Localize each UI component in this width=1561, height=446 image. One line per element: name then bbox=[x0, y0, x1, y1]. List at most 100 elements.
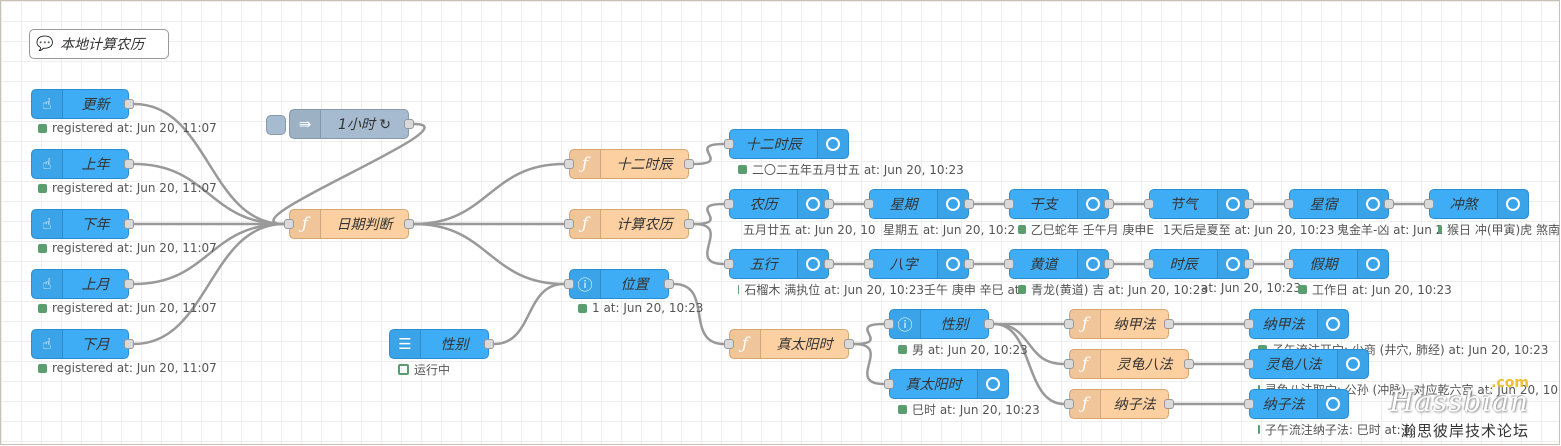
output-port[interactable] bbox=[964, 259, 974, 269]
wire[interactable] bbox=[693, 202, 725, 226]
wire[interactable] bbox=[493, 282, 565, 346]
function-node-linggui[interactable]: ƒ 灵龟八法 bbox=[1064, 349, 1194, 379]
debug-toggle-button[interactable] bbox=[1317, 310, 1348, 338]
input-port[interactable] bbox=[1424, 199, 1434, 209]
debug-toggle-button[interactable] bbox=[1357, 190, 1388, 218]
input-port[interactable] bbox=[1244, 359, 1254, 369]
debug-node-huangdao[interactable]: 黄道 bbox=[1004, 249, 1114, 279]
input-port[interactable] bbox=[884, 379, 894, 389]
inject-node-next-month[interactable]: ☝ 下月 bbox=[31, 329, 134, 359]
function-node-najia[interactable]: ƒ 纳甲法 bbox=[1064, 309, 1174, 339]
debug-node-five-elements[interactable]: 五行 bbox=[724, 249, 834, 279]
inject-node-prev-month[interactable]: ☝ 上月 bbox=[31, 269, 134, 299]
input-port[interactable] bbox=[1284, 259, 1294, 269]
output-port[interactable] bbox=[124, 219, 134, 229]
input-port[interactable] bbox=[884, 319, 894, 329]
debug-node-lunar[interactable]: 农历 bbox=[724, 189, 834, 219]
input-port[interactable] bbox=[1284, 199, 1294, 209]
output-port[interactable] bbox=[1164, 319, 1174, 329]
input-port[interactable] bbox=[564, 279, 574, 289]
debug-toggle-button[interactable] bbox=[1357, 250, 1388, 278]
wire[interactable] bbox=[413, 222, 565, 286]
debug-node-shichen[interactable]: 时辰 bbox=[1144, 249, 1254, 279]
input-port[interactable] bbox=[1004, 199, 1014, 209]
debug-toggle-button[interactable] bbox=[1077, 190, 1108, 218]
debug-node-twelve-hours[interactable]: 十二时辰 bbox=[724, 129, 849, 159]
input-port[interactable] bbox=[284, 219, 294, 229]
output-port[interactable] bbox=[1244, 199, 1254, 209]
output-port[interactable] bbox=[1104, 259, 1114, 269]
debug-node-ganzhi[interactable]: 干支 bbox=[1004, 189, 1114, 219]
debug-toggle-button[interactable] bbox=[797, 250, 828, 278]
debug-node-nazi[interactable]: 纳子法 bbox=[1244, 389, 1349, 419]
input-port[interactable] bbox=[724, 339, 734, 349]
debug-node-weekday[interactable]: 星期 bbox=[864, 189, 974, 219]
inject-node-update[interactable]: ☝ 更新 bbox=[31, 89, 134, 119]
output-port[interactable] bbox=[404, 219, 414, 229]
debug-toggle-button[interactable] bbox=[1497, 190, 1528, 218]
gender-inject-node[interactable]: ☰ 性别 bbox=[389, 329, 494, 359]
input-port[interactable] bbox=[1004, 259, 1014, 269]
wire[interactable] bbox=[853, 342, 885, 386]
debug-node-true-solar-time[interactable]: 真太阳时 bbox=[884, 369, 1009, 399]
input-port[interactable] bbox=[1064, 319, 1074, 329]
output-port[interactable] bbox=[1244, 259, 1254, 269]
input-port[interactable] bbox=[1144, 259, 1154, 269]
debug-node-linggui[interactable]: 灵龟八法 bbox=[1244, 349, 1369, 379]
output-port[interactable] bbox=[664, 279, 674, 289]
wire[interactable] bbox=[853, 322, 885, 346]
input-port[interactable] bbox=[564, 219, 574, 229]
output-port[interactable] bbox=[124, 339, 134, 349]
function-node-true-solar-time[interactable]: ƒ 真太阳时 bbox=[724, 329, 854, 359]
debug-node-najia[interactable]: 纳甲法 bbox=[1244, 309, 1349, 339]
output-port[interactable] bbox=[124, 279, 134, 289]
wire[interactable] bbox=[693, 142, 725, 166]
output-port[interactable] bbox=[124, 99, 134, 109]
debug-toggle-button[interactable] bbox=[1217, 250, 1248, 278]
debug-toggle-button[interactable] bbox=[1337, 350, 1368, 378]
timer-inject-node[interactable]: ⇛ 1小时 ↻ bbox=[266, 109, 414, 139]
comment-node[interactable]: 💬 本地计算农历 bbox=[29, 29, 169, 59]
input-port[interactable] bbox=[864, 259, 874, 269]
output-port[interactable] bbox=[1104, 199, 1114, 209]
debug-toggle-button[interactable] bbox=[937, 190, 968, 218]
output-port[interactable] bbox=[124, 159, 134, 169]
input-port[interactable] bbox=[1244, 319, 1254, 329]
debug-node-solar-term[interactable]: 节气 bbox=[1144, 189, 1254, 219]
inject-node-prev-year[interactable]: ☝ 上年 bbox=[31, 149, 134, 179]
debug-toggle-button[interactable] bbox=[1217, 190, 1248, 218]
debug-toggle-button[interactable] bbox=[817, 130, 848, 158]
debug-node-clash[interactable]: 冲煞 bbox=[1424, 189, 1529, 219]
position-node[interactable]: ⓘ 位置 bbox=[564, 269, 674, 299]
input-port[interactable] bbox=[1244, 399, 1254, 409]
debug-toggle-button[interactable] bbox=[937, 250, 968, 278]
debug-toggle-button[interactable] bbox=[1317, 390, 1348, 418]
input-port[interactable] bbox=[1144, 199, 1154, 209]
output-port[interactable] bbox=[684, 159, 694, 169]
function-node-calc-lunar[interactable]: ƒ 计算农历 bbox=[564, 209, 694, 239]
input-port[interactable] bbox=[724, 139, 734, 149]
wire[interactable] bbox=[413, 162, 565, 226]
debug-node-holiday[interactable]: 假期 bbox=[1284, 249, 1389, 279]
output-port[interactable] bbox=[984, 319, 994, 329]
function-node-nazi[interactable]: ƒ 纳子法 bbox=[1064, 389, 1174, 419]
output-port[interactable] bbox=[1384, 199, 1394, 209]
output-port[interactable] bbox=[1184, 359, 1194, 369]
output-port[interactable] bbox=[824, 259, 834, 269]
wire[interactable] bbox=[693, 222, 725, 266]
debug-toggle-button[interactable] bbox=[1077, 250, 1108, 278]
input-port[interactable] bbox=[1064, 399, 1074, 409]
gender-debug-node[interactable]: ⓘ 性别 bbox=[884, 309, 994, 339]
inject-trigger-button[interactable] bbox=[266, 115, 286, 135]
input-port[interactable] bbox=[564, 159, 574, 169]
output-port[interactable] bbox=[684, 219, 694, 229]
output-port[interactable] bbox=[404, 119, 414, 129]
output-port[interactable] bbox=[484, 339, 494, 349]
output-port[interactable] bbox=[844, 339, 854, 349]
debug-toggle-button[interactable] bbox=[797, 190, 828, 218]
function-node-twelve-hours[interactable]: ƒ 十二时辰 bbox=[564, 149, 694, 179]
input-port[interactable] bbox=[724, 199, 734, 209]
debug-node-lunar-mansion[interactable]: 星宿 bbox=[1284, 189, 1394, 219]
debug-toggle-button[interactable] bbox=[977, 370, 1008, 398]
function-node-date-judge[interactable]: ƒ 日期判断 bbox=[284, 209, 414, 239]
